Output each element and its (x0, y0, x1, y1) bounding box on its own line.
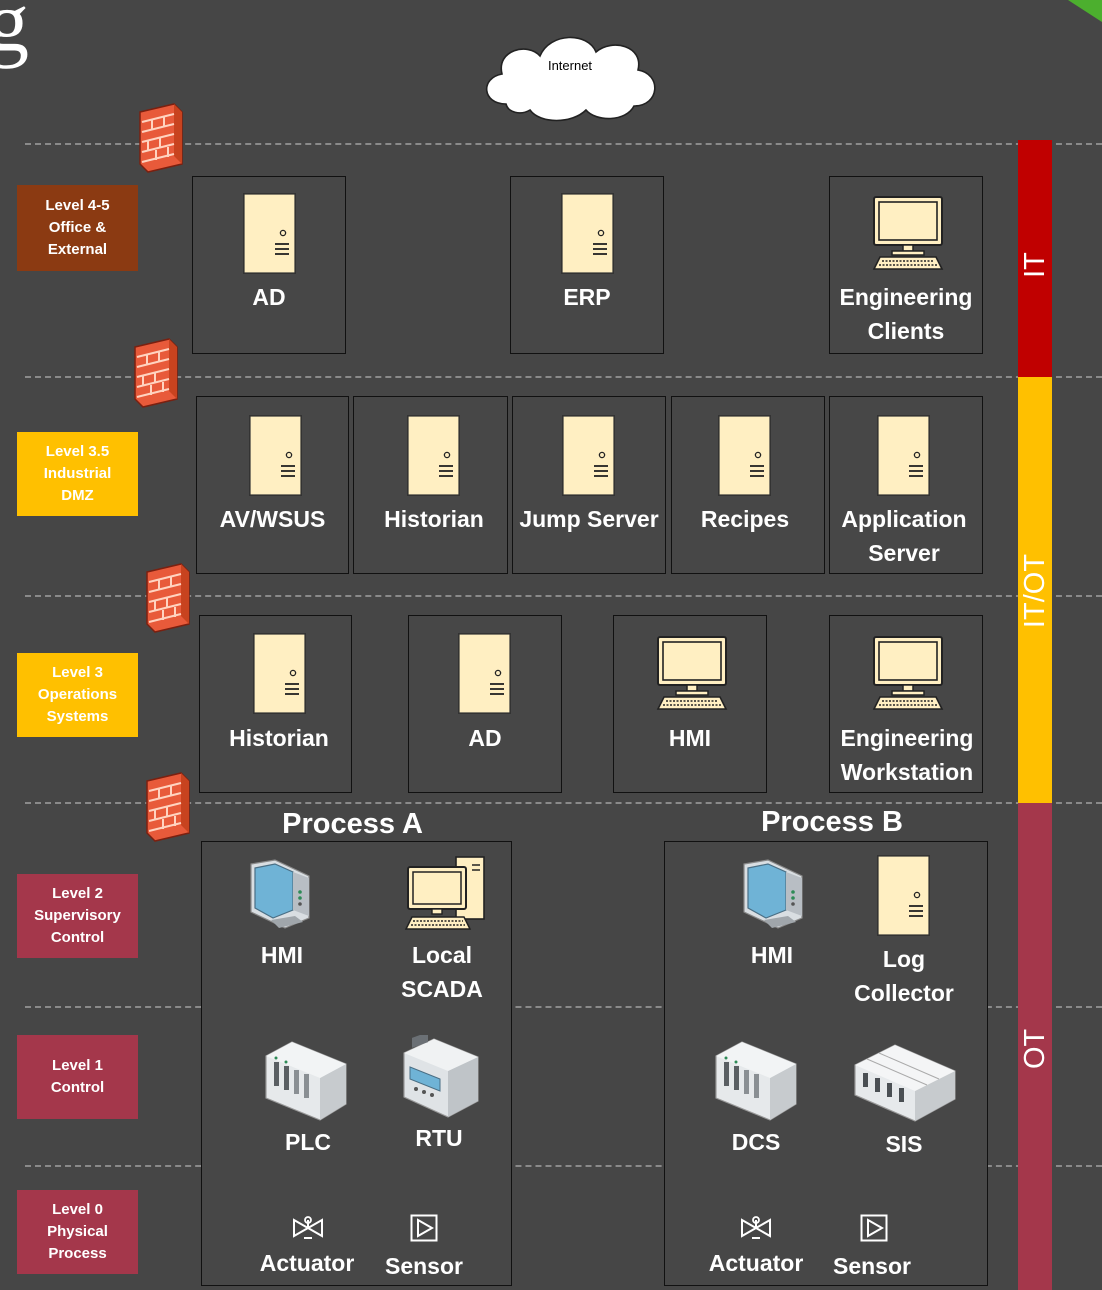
level-label-4-5: Level 4-5 Office & External (17, 185, 138, 271)
asset-label: Actuator (259, 1250, 355, 1276)
workstation-icon (648, 635, 736, 711)
asset-label: HMI (750, 942, 794, 968)
actuator-valve-icon (292, 1216, 324, 1240)
asset-label: Actuator (708, 1250, 804, 1276)
server-icon (877, 415, 930, 496)
server-icon (562, 415, 615, 496)
asset-label: DCS (731, 1129, 781, 1155)
server-icon (407, 415, 460, 496)
asset-label: Engineering Workstation (840, 725, 974, 785)
asset-label: Sensor (385, 1253, 463, 1279)
firewall-icon (131, 337, 181, 409)
sis-icon (851, 1043, 959, 1123)
firewall-icon (143, 771, 193, 843)
asset-label: Local SCADA (401, 942, 483, 1002)
asset-label: Historian (384, 506, 484, 532)
level-divider (25, 802, 1102, 804)
asset-label: Sensor (833, 1253, 911, 1279)
process-b-title: Process B (761, 806, 903, 838)
asset-label: HMI (668, 725, 712, 751)
workstation-icon (864, 635, 952, 711)
ot-zone-band (1018, 803, 1052, 1290)
level-label-0: Level 0 Physical Process (17, 1190, 138, 1274)
asset-label: Recipes (700, 506, 790, 532)
level-divider (25, 376, 1102, 378)
scada-computer-icon (404, 855, 488, 931)
corner-triangle-icon (1068, 0, 1102, 22)
hmi-panel-icon (245, 858, 315, 930)
level-divider (25, 595, 1102, 597)
itot-zone-band (1018, 377, 1052, 803)
server-icon (458, 633, 511, 714)
asset-label: AD (468, 725, 502, 751)
asset-label: SIS (885, 1131, 923, 1157)
it-zone-band (1018, 140, 1052, 377)
asset-label: Historian (229, 725, 329, 751)
firewall-icon (136, 102, 186, 174)
asset-label: HMI (260, 942, 304, 968)
itot-zone-label: IT/OT (1019, 553, 1051, 629)
level-divider (25, 1165, 1102, 1167)
rtu-icon (398, 1035, 482, 1119)
level-label-1: Level 1 Control (17, 1035, 138, 1119)
workstation-icon (864, 195, 952, 271)
level-label-2: Level 2 Supervisory Control (17, 874, 138, 958)
internet-label: Internet (547, 58, 593, 73)
server-icon (877, 855, 930, 936)
asset-label: Application Server (841, 506, 967, 566)
sensor-icon (860, 1214, 888, 1242)
hmi-panel-icon (738, 858, 808, 930)
asset-label: Engineering Clients (839, 284, 973, 344)
server-icon (243, 193, 296, 274)
server-icon (249, 415, 302, 496)
process-a-title: Process A (282, 808, 423, 840)
cloud-icon (485, 36, 656, 122)
asset-label: AV/WSUS (219, 506, 326, 532)
asset-label: AD (252, 284, 286, 310)
sensor-icon (410, 1214, 438, 1242)
plc-icon (262, 1040, 348, 1122)
asset-label: PLC (285, 1129, 331, 1155)
asset-label: RTU (415, 1125, 463, 1151)
server-icon (718, 415, 771, 496)
asset-label: Jump Server (519, 506, 659, 532)
ot-zone-label: OT (1019, 1028, 1051, 1069)
dcs-icon (712, 1040, 798, 1122)
corner-glyph: g (0, 0, 29, 69)
level-divider (25, 1006, 1102, 1008)
level-label-3-5: Level 3.5 Industrial DMZ (17, 432, 138, 516)
actuator-valve-icon (740, 1216, 772, 1240)
it-zone-label: IT (1019, 252, 1051, 278)
firewall-icon (143, 562, 193, 634)
asset-label: Log Collector (854, 946, 954, 1006)
asset-label: ERP (563, 284, 611, 310)
level-label-3: Level 3 Operations Systems (17, 653, 138, 737)
level-divider (25, 143, 1102, 145)
server-icon (253, 633, 306, 714)
server-icon (561, 193, 614, 274)
